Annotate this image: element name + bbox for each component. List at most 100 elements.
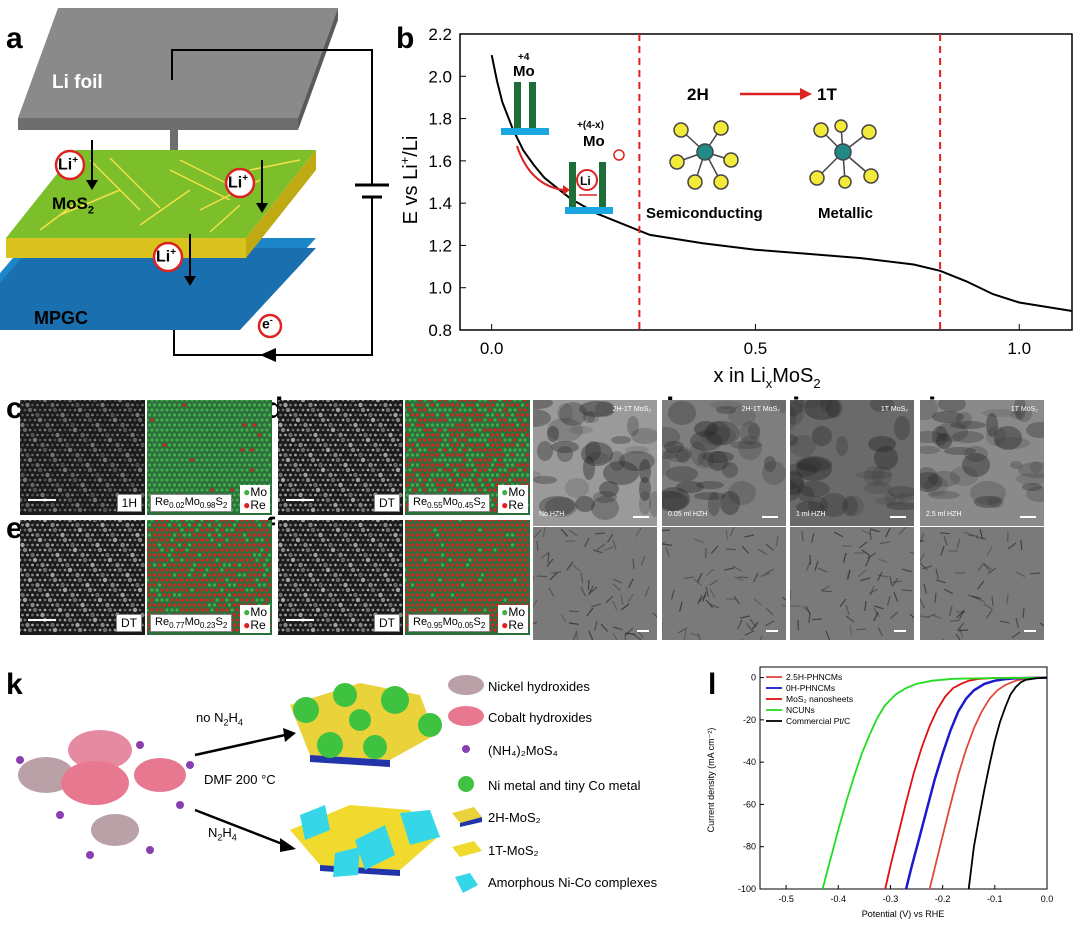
- x-tick-label: 0.0: [1041, 894, 1054, 904]
- y-tick-label: -20: [743, 715, 756, 725]
- chart-b-frame: [459, 33, 1073, 331]
- k-arrow-top-head: [283, 728, 296, 742]
- scale-bar: [286, 619, 314, 621]
- product-2h-cluster: [290, 683, 442, 767]
- legend-2h-icon-edge: [460, 817, 482, 827]
- inset-2h-label: 2H: [687, 85, 709, 104]
- electron-circle: [257, 313, 283, 339]
- k-legend-item: Amorphous Ni-Co complexes: [488, 874, 658, 890]
- mos2-layer-front: [6, 238, 246, 258]
- inset-mo-label-1: Mo: [513, 63, 535, 80]
- inset-li-label: Li: [580, 174, 591, 188]
- composition-map: Re0.02Mo0.98S2●Mo●Re: [147, 400, 272, 515]
- stem-image-gray: DT: [20, 520, 145, 635]
- inset-charge-reduced: +(4-x): [577, 120, 604, 131]
- panel-label-l: l: [708, 668, 717, 701]
- legend-label: 2.5H-PHNCMs: [786, 672, 842, 682]
- stem-image-gray: DT: [278, 520, 403, 635]
- electron-label: e-: [262, 315, 273, 332]
- scale-bar: [633, 516, 649, 518]
- y-tick-label: -40: [743, 757, 756, 767]
- mos2-layer-side: [246, 150, 316, 258]
- scale-bar: [1020, 516, 1036, 518]
- li-foil-label: Li foil: [52, 72, 103, 93]
- chart-l-ylabel: Current density (mA cm⁻²): [706, 728, 716, 833]
- tem-image-hr: [662, 527, 786, 640]
- precursor-cluster: [16, 730, 194, 859]
- mos2-label: MoS2: [52, 194, 95, 217]
- li-ion-label-2: Li+: [228, 173, 249, 192]
- phase-tag: DT: [374, 614, 400, 632]
- chart-l-series-line: [928, 676, 1048, 890]
- li-foil-post: [170, 118, 178, 160]
- y-tick-label: -100: [738, 884, 756, 894]
- li-ion-circle-2: [224, 167, 256, 199]
- current-arrow: [260, 348, 276, 362]
- legend-label: Commercial Pt/C: [786, 716, 850, 726]
- y-tick-label: 1.8: [428, 110, 452, 129]
- legend-amorphous-icon: [455, 873, 478, 893]
- scale-bar: [762, 516, 778, 518]
- insertion-arrows: [91, 140, 263, 278]
- scale-bar: [28, 499, 56, 501]
- arrow-head-3: [184, 276, 196, 286]
- inset-2h-molecule: [669, 120, 739, 190]
- inset-charge-4: +4: [518, 52, 530, 63]
- y-tick-label: 1.2: [428, 236, 452, 255]
- tem-image-hr: [790, 527, 914, 640]
- phase-tag: DT: [374, 494, 400, 512]
- y-tick-label: 1.4: [428, 194, 452, 213]
- li-ion-label-1: Li+: [58, 155, 79, 174]
- y-tick-label: -60: [743, 799, 756, 809]
- composition-label: Re0.95Mo0.05S2: [408, 613, 491, 632]
- inset-semiconducting-label: Semiconducting: [646, 205, 763, 222]
- legend-2h-icon: [452, 807, 482, 823]
- x-tick-label: -0.1: [987, 894, 1003, 904]
- inset-metallic-label: Metallic: [818, 205, 873, 222]
- product-1t-cluster: [290, 805, 440, 877]
- tem-image-hr: [533, 527, 657, 640]
- inset-1t-label: 1T: [817, 85, 837, 104]
- x-tick-label: 0.0: [480, 339, 504, 358]
- tem-condition-tag: 1 ml HZH: [796, 511, 826, 518]
- chart-l-series-line: [967, 676, 1048, 890]
- scale-bar: [28, 619, 56, 621]
- scale-bar: [1024, 630, 1036, 632]
- tem-image-hr: [920, 527, 1044, 640]
- x-tick-label: 0.5: [744, 339, 768, 358]
- chart-l-frame: [759, 666, 1048, 890]
- mpgc-label: MPGC: [34, 308, 88, 328]
- stem-image-gray: DT: [278, 400, 403, 515]
- panel-label-c: c: [6, 392, 23, 425]
- composition-label: Re0.55Mo0.45S2: [408, 493, 491, 512]
- y-tick-label: -80: [743, 842, 756, 852]
- chart-l-series-line: [821, 676, 1048, 890]
- panel-k-scheme: [16, 675, 484, 893]
- inset-transition-arrowhead: [800, 88, 812, 100]
- k-legend-item: Ni metal and tiny Co metal: [488, 777, 641, 793]
- composition-label: Re0.77Mo0.23S2: [150, 613, 233, 632]
- k-arrow-top: [194, 733, 286, 757]
- x-tick-label: -0.2: [935, 894, 951, 904]
- li-foil-edge-front: [18, 118, 298, 130]
- legend-co-hydroxide-icon: [448, 706, 484, 726]
- atom-legend: ●Mo●Re: [498, 485, 528, 513]
- chart-l-xlabel: Potential (V) vs RHE: [862, 909, 945, 919]
- panel-a-schematic: [0, 8, 389, 362]
- li-ion-circle-1: [54, 149, 86, 181]
- y-tick-label: 1.0: [428, 279, 452, 298]
- scale-bar: [894, 630, 906, 632]
- scale-bar: [286, 499, 314, 501]
- circuit-wire-top: [171, 49, 373, 185]
- x-tick-label: 1.0: [1007, 339, 1031, 358]
- legend-ammonium-icon: [462, 745, 470, 753]
- legend-ni-metal-icon: [458, 776, 474, 792]
- k-arrow-bottom-head: [280, 838, 296, 852]
- atom-legend: ●Mo●Re: [498, 605, 528, 633]
- composition-label: Re0.02Mo0.98S2: [150, 493, 233, 512]
